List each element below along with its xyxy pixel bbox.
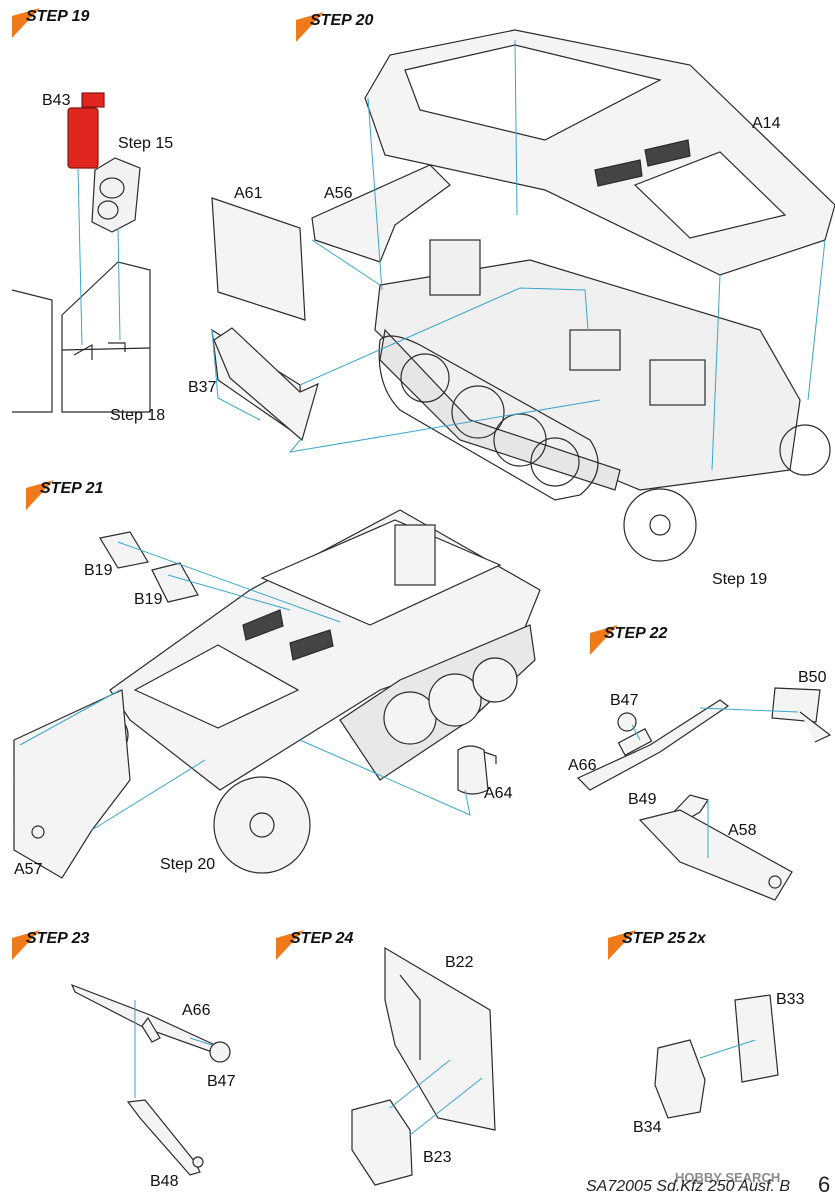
part-label-b43: B43 [42,92,71,109]
step-flag-icon [26,480,54,510]
part-label-b37: B37 [188,379,217,396]
ref-label-step15: Step 15 [118,135,174,152]
part-label-a56: A56 [324,185,353,202]
b33-part [734,994,779,1083]
step23-mg [70,983,231,1063]
part-label-a14: A14 [752,115,781,132]
step20-hull [374,239,801,491]
b48-part [126,1099,204,1176]
a64-part [457,745,497,795]
step-flag-icon [590,625,618,655]
step-flag-icon [296,12,324,42]
step-flag-icon [276,930,304,960]
b19-parts [99,531,199,603]
step-label: STEP 22 [604,625,668,642]
part-label-b49: B49 [628,791,657,808]
b34-part [654,1039,706,1119]
ref-label-step20: Step 20 [160,856,216,873]
part-label-b33: B33 [776,991,805,1008]
b23-part [351,1099,413,1186]
step-quantity: 2x [688,930,706,947]
step-flag-icon [12,8,40,38]
step-label: STEP 19 [26,8,90,25]
part-label-b19-b: B19 [134,591,163,608]
part-label-a66-b: A66 [182,1002,211,1019]
b37-part [213,327,319,442]
part-label-b47-a: B47 [610,692,639,709]
step-flag-icon [12,930,40,960]
step-label: STEP 21 [40,480,104,497]
b22-part [384,946,496,1131]
ref-label-step19: Step 19 [712,571,768,588]
part-label-b34: B34 [633,1119,662,1136]
part-label-a61: A61 [234,185,263,202]
footer-title: SA72005 Sd.Kfz 250 Ausf. B [586,1178,790,1195]
watermark: HOBBY SEARCH [675,1170,781,1185]
part-label-b48: B48 [150,1173,179,1190]
a56-part [311,164,451,263]
part-label-a64: A64 [484,785,513,802]
b43-part [67,92,105,169]
step-label: STEP 23 [26,930,90,947]
step-label: STEP 24 [290,930,354,947]
step21-vehicle [87,509,541,874]
step22-mg [576,699,730,791]
step-flag-icon [608,930,636,960]
page-number: 6 [818,1172,831,1197]
part-label-b50: B50 [798,669,827,686]
part-label-b47-b: B47 [207,1073,236,1090]
step-label: STEP 25 [622,930,686,947]
part-label-a66-a: A66 [568,757,597,774]
ref-label-step18: Step 18 [110,407,166,424]
part-label-a58: A58 [728,822,757,839]
a58-part [638,809,793,901]
part-label-b23: B23 [423,1149,452,1166]
step20-tracks [378,335,831,562]
step-label: STEP 20 [310,12,374,29]
part-label-b22: B22 [445,954,474,971]
step15-part [91,157,141,233]
part-label-b19-a: B19 [84,562,113,579]
a57-part [13,689,131,879]
b50-part [771,687,832,743]
assembly-guide-lines [19,39,826,1136]
step19-hull-detail [11,261,151,413]
part-label-a57: A57 [14,861,43,878]
step20-superstructure [364,29,835,276]
